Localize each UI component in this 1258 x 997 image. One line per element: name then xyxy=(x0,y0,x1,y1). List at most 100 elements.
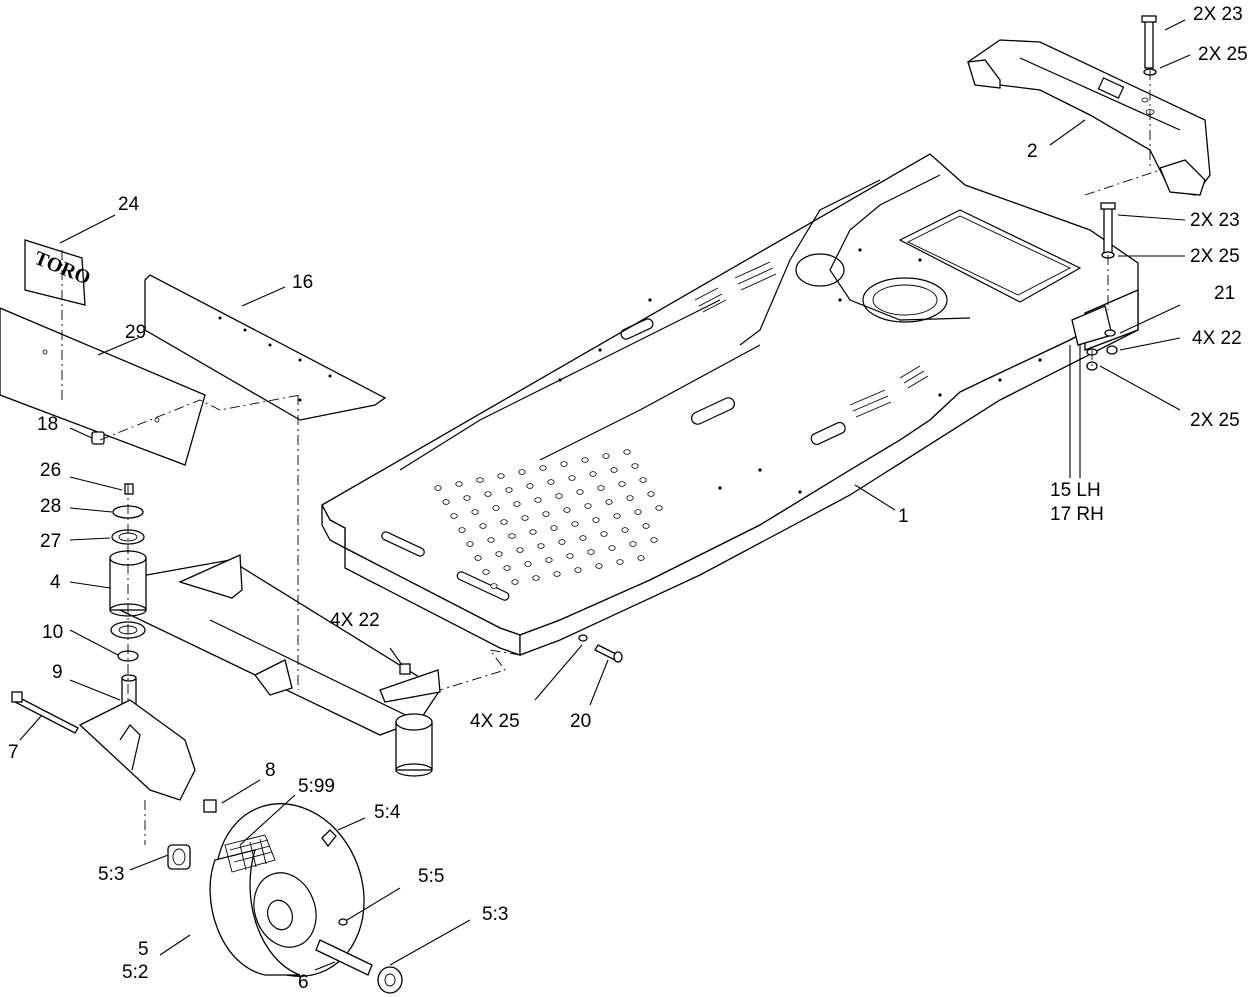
perforation-hole xyxy=(574,567,582,573)
perforation-hole xyxy=(505,487,513,493)
perforation-hole xyxy=(479,523,487,529)
perforation-hole xyxy=(571,521,579,527)
perforation-hole xyxy=(492,505,500,511)
perforation-hole xyxy=(579,535,587,541)
perforation-hole xyxy=(534,497,542,503)
perforation-hole xyxy=(532,575,540,581)
perforation-hole xyxy=(539,465,547,471)
callout-20: 20 xyxy=(570,711,591,732)
perforation-hole xyxy=(576,489,584,495)
caster-wheel-icon xyxy=(167,803,403,994)
perforation-hole xyxy=(474,555,482,561)
main-frame-icon xyxy=(321,153,1139,656)
perforation-hole xyxy=(608,545,616,551)
callout-4: 4 xyxy=(50,572,61,593)
callout-2: 2 xyxy=(1027,141,1038,162)
perforation-hole xyxy=(629,541,637,547)
perforation-hole xyxy=(634,509,642,515)
perforation-hole xyxy=(610,467,618,473)
callout-5-3-right: 5:3 xyxy=(482,904,508,925)
perforation-hole xyxy=(563,507,571,513)
perforation-hole xyxy=(568,475,576,481)
perforation-hole xyxy=(495,551,503,557)
perforation-hole xyxy=(584,503,592,509)
perforation-hole xyxy=(455,481,463,487)
perforation-hole xyxy=(484,491,492,497)
perforation-hole xyxy=(542,511,550,517)
perforation-hole xyxy=(487,537,495,543)
perforation-hole xyxy=(642,523,650,529)
perforation-hole xyxy=(482,569,490,575)
perforation-hole xyxy=(513,501,521,507)
perforation-hole xyxy=(458,527,466,533)
callout-16: 16 xyxy=(292,272,313,293)
perforation-hole xyxy=(508,533,516,539)
callout-5-5: 5:5 xyxy=(418,866,444,887)
perforation-hole xyxy=(521,515,529,521)
perforation-hole xyxy=(623,449,631,455)
callout-18: 18 xyxy=(37,414,58,435)
perforation-hole xyxy=(618,481,626,487)
callout-27: 27 xyxy=(40,531,61,552)
callout-23-top: 2X 23 xyxy=(1193,4,1243,25)
perforation-hole xyxy=(466,541,474,547)
perforation-hole xyxy=(592,517,600,523)
perforation-hole xyxy=(529,529,537,535)
perforation-hole xyxy=(581,457,589,463)
assembly-lines xyxy=(61,70,1161,845)
callout-15: 15 LH xyxy=(1050,480,1101,501)
callout-22-front: 4X 22 xyxy=(330,610,380,631)
caster-fork-icon xyxy=(11,691,217,813)
callout-5-3-left: 5:3 xyxy=(98,864,124,885)
callout-1: 1 xyxy=(898,506,909,527)
perforation-hole xyxy=(553,571,561,577)
perforation-hole xyxy=(637,555,645,561)
perforation-hole xyxy=(476,477,484,483)
perforation-hole xyxy=(621,527,629,533)
perforation-hole xyxy=(626,495,634,501)
perforation-hole xyxy=(500,519,508,525)
front-axle-icon xyxy=(109,550,441,777)
leader-lines xyxy=(19,19,1191,971)
perforation-hole xyxy=(655,505,663,511)
perforation-hole xyxy=(490,583,498,589)
perforation-hole xyxy=(547,479,555,485)
perforation-hole xyxy=(566,553,574,559)
perforation-hole xyxy=(613,513,621,519)
perforation-hole xyxy=(463,495,471,501)
callout-24: 24 xyxy=(118,194,140,215)
perforation-hole xyxy=(550,525,558,531)
callout-28: 28 xyxy=(40,496,61,517)
callout-25-rear: 2X 25 xyxy=(1190,410,1240,431)
perforation-hole xyxy=(524,561,532,567)
perforation-hole xyxy=(511,579,519,585)
bolt-washer-icon xyxy=(399,634,623,675)
perforation-hole xyxy=(450,513,458,519)
front-shield-icon xyxy=(144,274,387,421)
rear-hardware-icon xyxy=(1071,15,1157,371)
perforation-hole xyxy=(545,557,553,563)
callout-25-mid: 2X 25 xyxy=(1190,246,1240,267)
callout-6: 6 xyxy=(298,972,309,993)
perforation-hole xyxy=(650,537,658,543)
perforation-hole xyxy=(600,531,608,537)
perforation-hole xyxy=(518,469,526,475)
perforation-hole xyxy=(526,483,534,489)
perforation-hole xyxy=(516,547,524,553)
perforation-hole xyxy=(605,499,613,505)
perforation-hole xyxy=(442,499,450,505)
callout-29: 29 xyxy=(125,322,146,343)
perforation-hole xyxy=(434,485,442,491)
callout-22-rear: 4X 22 xyxy=(1192,328,1242,349)
callout-21: 21 xyxy=(1214,283,1235,304)
callout-26: 26 xyxy=(40,460,61,481)
perforation-hole xyxy=(597,485,605,491)
callout-9: 9 xyxy=(52,662,63,683)
callout-17: 17 RH xyxy=(1050,504,1104,525)
callout-5-2: 5:2 xyxy=(122,962,148,983)
perforation-hole xyxy=(558,539,566,545)
callout-8: 8 xyxy=(265,760,276,781)
callout-23-mid: 2X 23 xyxy=(1190,210,1240,231)
perforation-hole xyxy=(589,471,597,477)
